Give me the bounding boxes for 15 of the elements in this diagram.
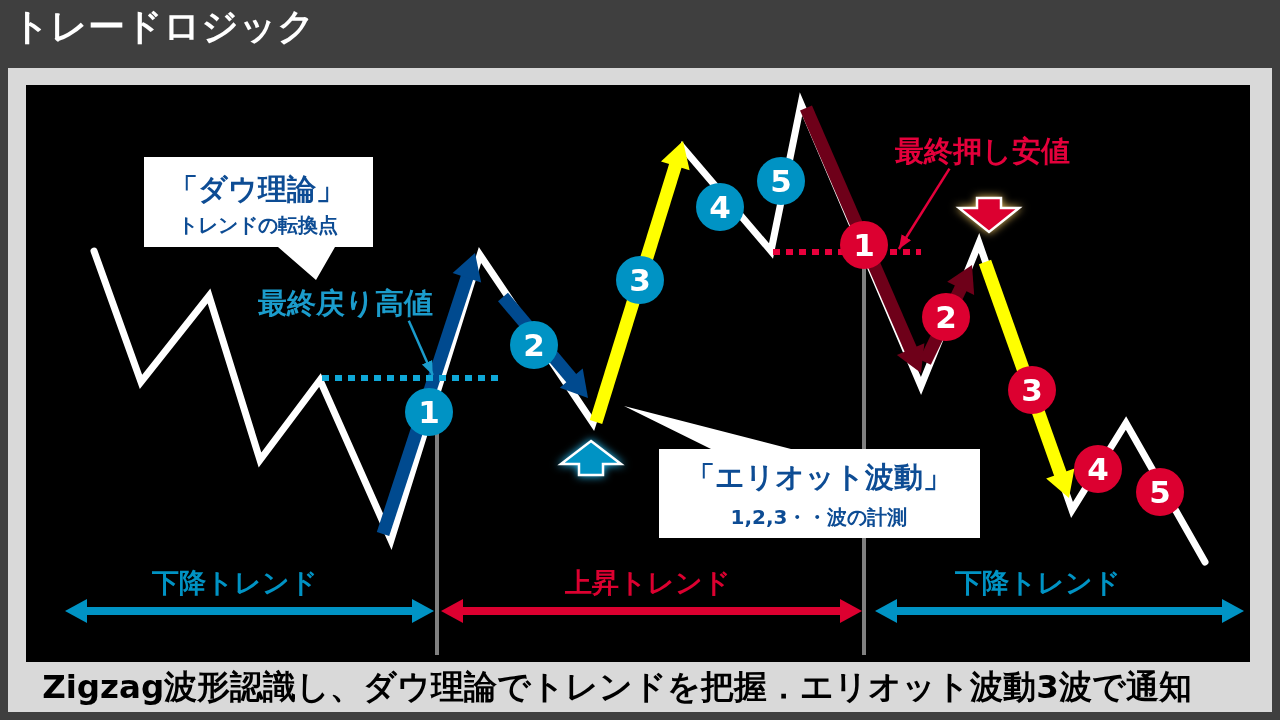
annotation-label: 最終戻り高値: [257, 287, 433, 321]
callout-heading: 「エリオット波動」: [686, 461, 952, 495]
callout-text: 1,2,3・・波の計測: [730, 505, 908, 529]
callout-text: トレンドの転換点: [178, 213, 338, 237]
leader-line: [897, 168, 951, 250]
speech-bubble: [624, 406, 980, 538]
trend-label: 下降トレンド: [152, 567, 318, 599]
caption: Zigzag波形認識し、ダウ理論でトレンドを把握．エリオット波動3波で通知: [42, 669, 1192, 707]
callout-heading: 「ダウ理論」: [169, 173, 345, 207]
page-title: トレードロジック: [12, 5, 315, 50]
trend-label: 上昇トレンド: [565, 567, 731, 599]
trend-label: 下降トレンド: [955, 567, 1121, 599]
annotation-label: 最終押し安値: [894, 135, 1070, 169]
leader-line: [407, 320, 434, 376]
speech-bubble: [144, 157, 373, 280]
